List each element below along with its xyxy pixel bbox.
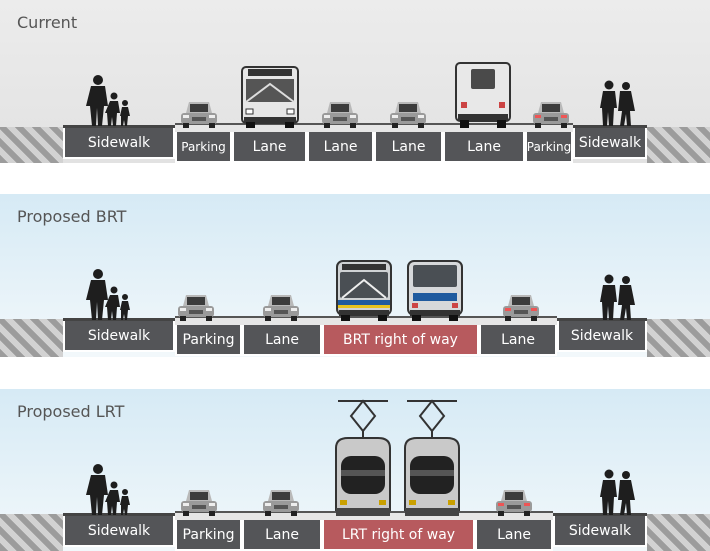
lrt-train-icon	[335, 399, 391, 516]
panel-title: Proposed LRT	[17, 402, 125, 421]
bus-icon	[455, 62, 511, 128]
road-surface	[175, 123, 573, 134]
segment-lane: Lane	[443, 132, 525, 163]
segment-lane: Lane	[307, 132, 374, 163]
segment-parking: Parking	[175, 132, 232, 163]
curb-left	[63, 318, 175, 321]
curb-right	[573, 125, 647, 128]
car-icon	[503, 295, 539, 321]
segment-lane: Lane	[374, 132, 443, 163]
brt-bus-icon	[407, 260, 463, 321]
car-icon	[181, 102, 217, 128]
hatch-right	[647, 127, 710, 163]
hatch-left	[0, 514, 63, 551]
segment-lane: Lane	[242, 520, 322, 551]
segment-lane: Lane	[479, 325, 557, 356]
road-surface	[175, 316, 557, 327]
panel-current: Current Sidewalk Parking Lane Lane Lane …	[0, 0, 710, 163]
car-icon	[390, 102, 426, 128]
segment-sidewalk: Sidewalk	[63, 321, 175, 352]
car-icon	[322, 102, 358, 128]
car-icon	[181, 490, 217, 516]
segment-lane: Lane	[232, 132, 307, 163]
hatch-left	[0, 127, 63, 163]
bus-icon	[241, 66, 299, 128]
segment-brt-right-of-way: BRT right of way	[322, 325, 479, 356]
pedestrian-couple-icon	[600, 274, 635, 320]
segment-sidewalk: Sidewalk	[553, 516, 647, 547]
panel-proposed-lrt: Proposed LRT Sidewalk Parking Lane LRT r…	[0, 389, 710, 551]
hatch-right	[647, 319, 710, 357]
panel-proposed-brt: Proposed BRT Sidewalk Parking Lane BRT r…	[0, 194, 710, 357]
hatch-left	[0, 319, 63, 357]
panel-title: Current	[17, 13, 78, 32]
brt-bus-icon	[336, 260, 392, 321]
car-icon	[263, 490, 299, 516]
segment-lrt-right-of-way: LRT right of way	[322, 520, 475, 551]
hatch-right	[647, 514, 710, 551]
pedestrian-couple-icon	[600, 469, 635, 515]
car-icon	[533, 102, 569, 128]
segment-sidewalk: Sidewalk	[557, 321, 647, 352]
segment-parking: Parking	[175, 325, 242, 356]
car-icon	[263, 295, 299, 321]
segment-lane: Lane	[242, 325, 322, 356]
car-icon	[178, 295, 214, 321]
curb-left	[63, 513, 175, 516]
segment-parking: Parking	[175, 520, 242, 551]
pedestrian-family-icon	[86, 464, 130, 515]
car-icon	[496, 490, 532, 516]
pedestrian-couple-icon	[600, 80, 635, 126]
segment-sidewalk: Sidewalk	[63, 128, 175, 159]
segment-sidewalk: Sidewalk	[573, 128, 647, 159]
segment-sidewalk: Sidewalk	[63, 516, 175, 547]
pedestrian-family-icon	[86, 75, 130, 126]
curb-right	[557, 318, 647, 321]
segment-lane: Lane	[475, 520, 553, 551]
curb-right	[553, 513, 647, 516]
curb-left	[63, 125, 175, 128]
segment-parking: Parking	[525, 132, 573, 163]
pedestrian-family-icon	[86, 269, 130, 320]
lrt-train-icon	[404, 399, 460, 516]
panel-title: Proposed BRT	[17, 207, 127, 226]
